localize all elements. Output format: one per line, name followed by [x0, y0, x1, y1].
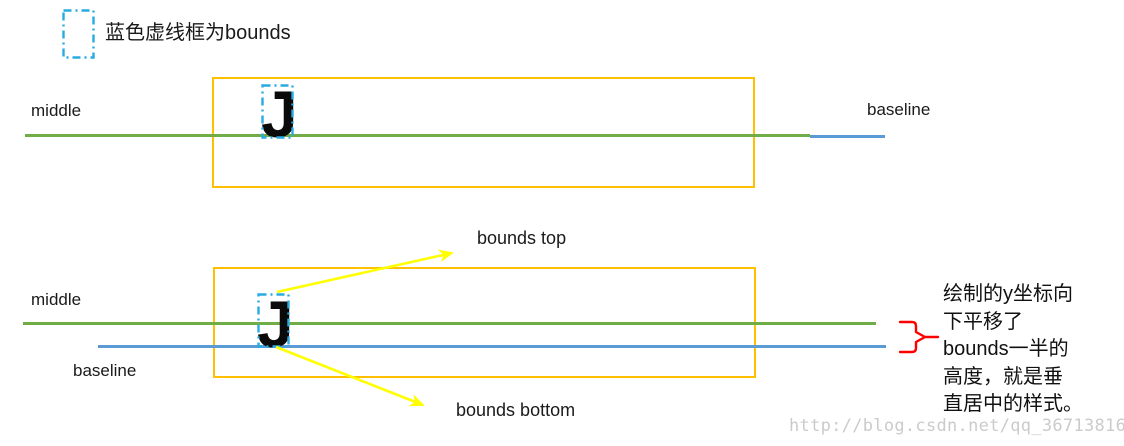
text-rect-1	[212, 77, 755, 188]
glyph-j-2: J	[257, 287, 294, 361]
half-height-brace	[898, 320, 940, 354]
legend-label: 蓝色虚线框为bounds	[105, 22, 291, 44]
bounds-top-label: bounds top	[477, 228, 567, 248]
middle-label-2: middle	[31, 290, 82, 309]
baseline-label-1: baseline	[867, 100, 931, 119]
middle-line-2	[23, 322, 876, 325]
legend-bounds-box	[62, 9, 95, 59]
middle-label-1: middle	[31, 101, 82, 120]
glyph-j-1: J	[261, 77, 298, 151]
annotation-line: 下平移了	[943, 310, 1023, 333]
annotation-line: bounds一半的	[943, 338, 1069, 360]
annotation-line: 直居中的样式。	[943, 393, 1083, 415]
middle-line-1	[25, 134, 810, 137]
watermark-url: http://blog.csdn.net/qq_36713816	[789, 416, 1124, 436]
annotation-text: 绘制的y坐标向 下平移了 bounds一半的 高度，就是垂 直居中的样式。	[943, 281, 1113, 419]
baseline-line-2	[98, 345, 886, 348]
annotation-line: 高度，就是垂	[943, 365, 1063, 388]
bounds-bottom-label: bounds bottom	[456, 400, 576, 420]
baseline-label-2: baseline	[73, 361, 137, 380]
annotation-line: 绘制的y坐标向	[943, 283, 1073, 305]
baseline-line-1	[810, 135, 885, 138]
